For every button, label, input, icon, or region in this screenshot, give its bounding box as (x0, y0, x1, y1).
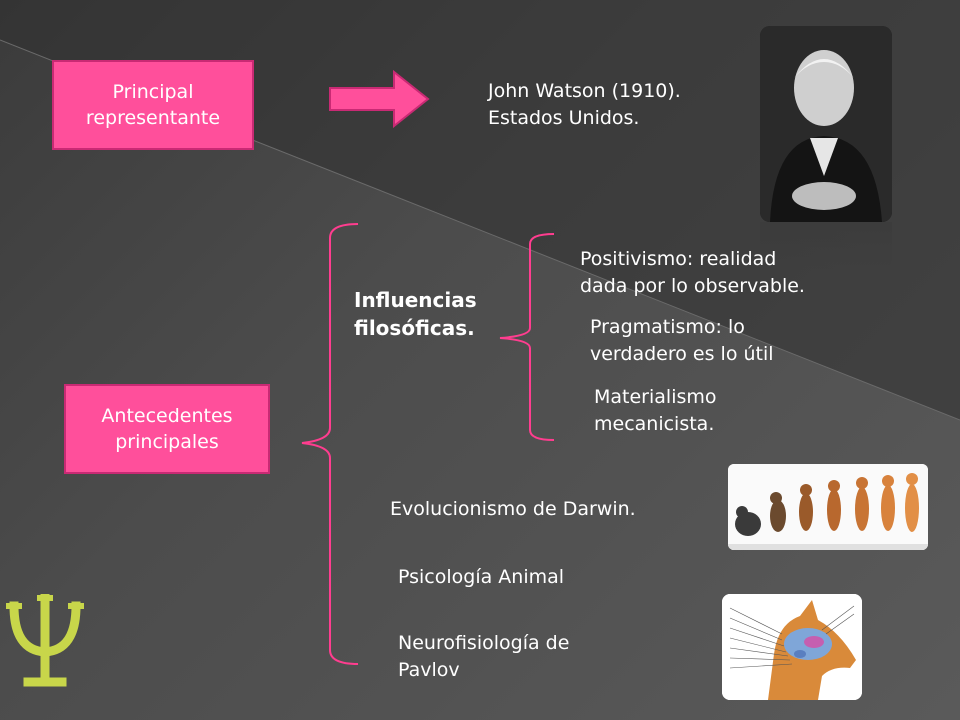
antecedente-line: Psicología Animal (398, 566, 565, 588)
representante-name: John Watson (1910). (488, 80, 681, 102)
influencia-item-line: Materialismo (594, 386, 717, 408)
representante-text: John Watson (1910). Estados Unidos. (488, 78, 681, 132)
antecedentes-principales-label: Antecedentes principales (101, 405, 233, 453)
antecedente-line: Neurofisiología de (398, 632, 570, 654)
antecedentes-principales-box: Antecedentes principales (64, 384, 270, 474)
influencias-bracket (499, 233, 555, 441)
antecedente-line: Pavlov (398, 659, 460, 681)
psi-symbol-icon (6, 594, 84, 687)
influencia-item-line: verdadero es lo útil (590, 343, 774, 365)
portrait-photo (760, 26, 892, 222)
main-bracket (301, 223, 359, 665)
antecedente-neurofisiologia: Neurofisiología de Pavlov (398, 630, 569, 684)
principal-representante-box: Principal representante (52, 60, 254, 150)
antecedente-evolucionismo: Evolucionismo de Darwin. (390, 496, 636, 523)
influencias-title-line2: filosóficas. (354, 316, 475, 340)
influencia-item-line: mecanicista. (594, 413, 715, 435)
antecedente-line: Evolucionismo de Darwin. (390, 498, 636, 520)
influencias-title-line1: Influencias (354, 288, 477, 312)
right-arrow-icon (329, 69, 430, 129)
evolution-figures (728, 464, 928, 550)
influencia-item-pragmatismo: Pragmatismo: lo verdadero es lo útil (590, 314, 774, 368)
influencia-item-materialismo: Materialismo mecanicista. (594, 384, 717, 438)
influencias-title: Influencias filosóficas. (354, 286, 477, 342)
antecedente-psicologia-animal: Psicología Animal (398, 564, 564, 591)
dog-brain-diagram (722, 594, 862, 700)
influencia-item-line: Positivismo: realidad (580, 248, 777, 270)
influencia-item-positivismo: Positivismo: realidad dada por lo observ… (580, 246, 805, 300)
portrait-reflection (760, 222, 892, 270)
representante-country: Estados Unidos. (488, 107, 640, 129)
influencia-item-line: dada por lo observable. (580, 275, 805, 297)
principal-representante-label: Principal representante (85, 81, 221, 129)
influencia-item-line: Pragmatismo: lo (590, 316, 745, 338)
